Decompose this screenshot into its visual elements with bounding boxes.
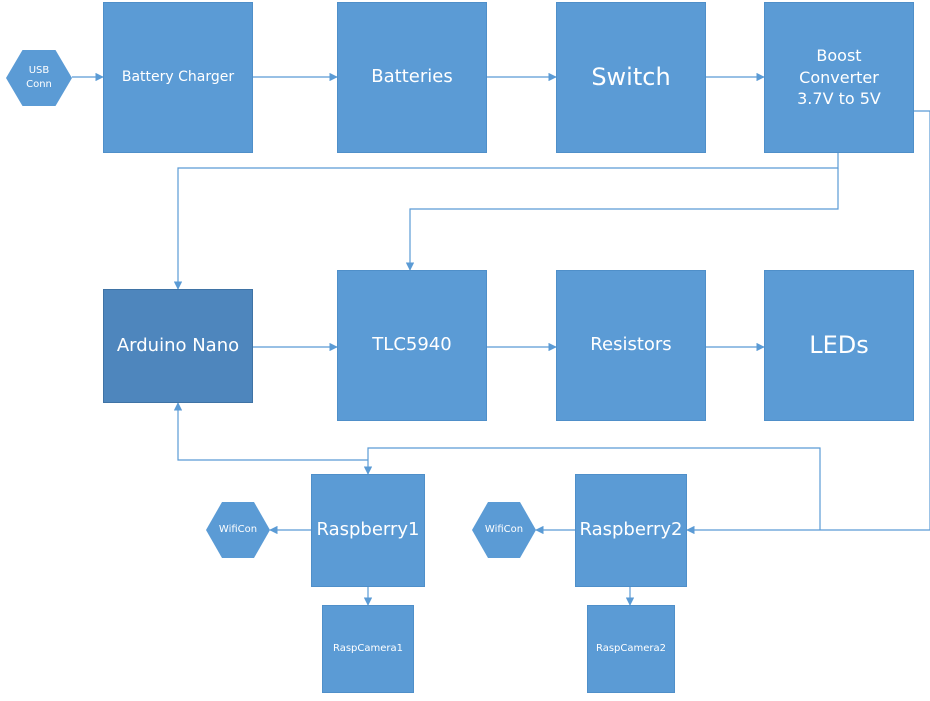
resistors-label: Resistors bbox=[590, 334, 672, 356]
wificon-2-label: WifiCon bbox=[484, 524, 524, 535]
resistors-node: Resistors bbox=[556, 270, 706, 421]
edge-boost-to-arduino bbox=[173, 153, 839, 290]
battery-charger-node: Battery Charger bbox=[103, 2, 253, 153]
edge-boost-to-raspberry2 bbox=[686, 110, 930, 535]
raspberry1-node: Raspberry1 bbox=[311, 474, 425, 587]
edge-raspberry1-to-arduino bbox=[173, 402, 368, 461]
batteries-node: Batteries bbox=[337, 2, 487, 153]
leds-label: LEDs bbox=[809, 331, 869, 360]
boost-converter-label: Boost Converter 3.7V to 5V bbox=[797, 46, 881, 109]
arduino-nano-label: Arduino Nano bbox=[116, 334, 240, 356]
raspberry1-label: Raspberry1 bbox=[316, 519, 420, 541]
wificon-1-label: WifiCon bbox=[218, 524, 258, 535]
edge-raspberry2-to-raspberry1 bbox=[363, 447, 821, 530]
leds-node: LEDs bbox=[764, 270, 914, 421]
boost-converter-node: Boost Converter 3.7V to 5V bbox=[764, 2, 914, 153]
switch-label: Switch bbox=[591, 63, 671, 92]
batteries-label: Batteries bbox=[371, 66, 453, 88]
raspberry2-label: Raspberry2 bbox=[579, 519, 683, 541]
raspcamera2-label: RaspCamera2 bbox=[595, 643, 667, 655]
raspberry2-node: Raspberry2 bbox=[575, 474, 687, 587]
tlc5940-label: TLC5940 bbox=[372, 334, 452, 356]
usb-conn-label: USB Conn bbox=[26, 65, 52, 90]
tlc5940-node: TLC5940 bbox=[337, 270, 487, 421]
battery-charger-label: Battery Charger bbox=[121, 69, 235, 86]
arduino-nano-node: Arduino Nano bbox=[103, 289, 253, 403]
raspcamera2-node: RaspCamera2 bbox=[587, 605, 675, 693]
switch-node: Switch bbox=[556, 2, 706, 153]
raspcamera1-node: RaspCamera1 bbox=[322, 605, 414, 693]
edge-boost-to-tlc5940 bbox=[405, 168, 839, 271]
raspcamera1-label: RaspCamera1 bbox=[332, 643, 404, 655]
